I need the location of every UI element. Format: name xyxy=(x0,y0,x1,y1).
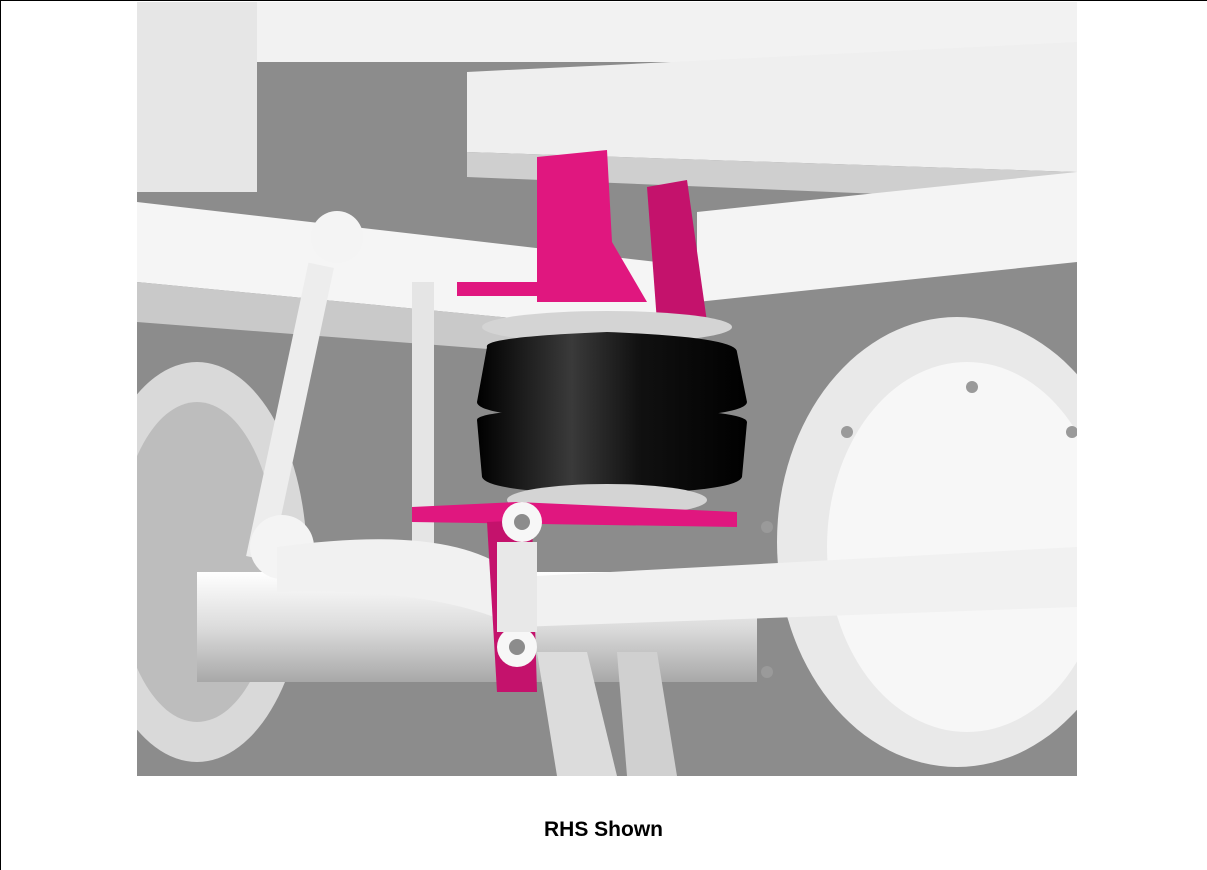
suspension-illustration xyxy=(137,2,1077,776)
figure-caption: RHS Shown xyxy=(544,818,663,841)
